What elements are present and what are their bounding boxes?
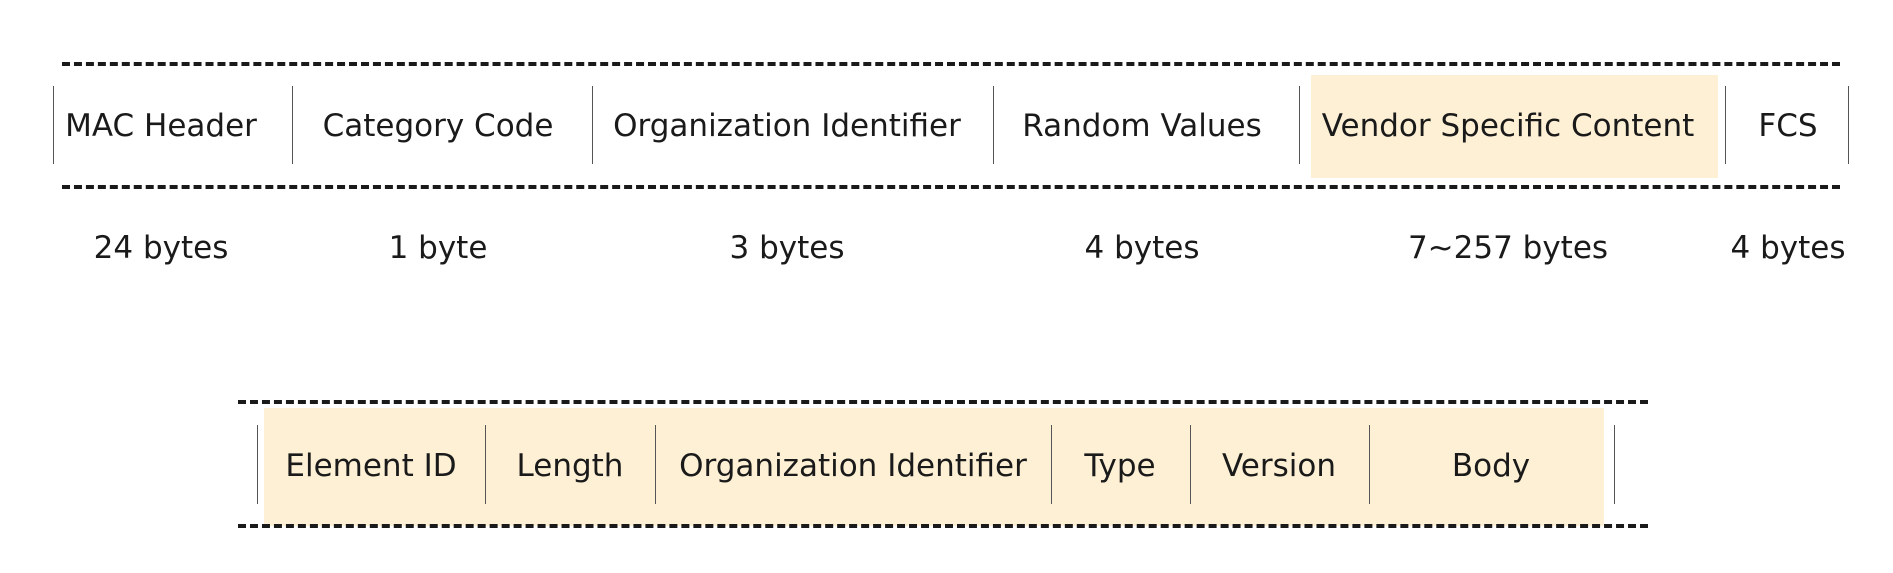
- field-vendor-specific-content: Vendor Specific Content: [1321, 108, 1695, 144]
- field-mac-header: MAC Header: [65, 108, 257, 144]
- size-fcs: 4 bytes: [1730, 230, 1846, 266]
- vendor-content-bottom-border: [238, 524, 1648, 528]
- vendor-divider: [257, 425, 258, 504]
- frame-bottom-border: [62, 185, 1840, 189]
- size-organization-identifier: 3 bytes: [729, 230, 845, 266]
- size-vendor-specific-content: 7~257 bytes: [1407, 230, 1609, 266]
- frame-top-border: [62, 62, 1840, 66]
- size-mac-header: 24 bytes: [93, 230, 229, 266]
- vendor-content-highlight: [264, 408, 1604, 526]
- field-organization-identifier: Organization Identifier: [613, 108, 961, 144]
- frame-divider: [1848, 86, 1849, 164]
- vendor-specific-content-highlight: [1311, 75, 1718, 178]
- vendor-divider: [655, 425, 656, 504]
- field-length: Length: [516, 448, 624, 484]
- vendor-divider: [1614, 425, 1615, 504]
- field-version: Version: [1222, 448, 1336, 484]
- field-category-code: Category Code: [322, 108, 554, 144]
- vendor-divider: [1369, 425, 1370, 504]
- frame-divider: [53, 86, 54, 164]
- frame-divider: [1725, 86, 1726, 164]
- vendor-divider: [1190, 425, 1191, 504]
- size-category-code: 1 byte: [388, 230, 488, 266]
- field-element-id: Element ID: [285, 448, 457, 484]
- frame-divider: [592, 86, 593, 164]
- field-fcs: FCS: [1758, 108, 1818, 144]
- frame-divider: [292, 86, 293, 164]
- field-type: Type: [1084, 448, 1156, 484]
- frame-divider: [1299, 86, 1300, 164]
- field-random-values: Random Values: [1022, 108, 1262, 144]
- size-random-values: 4 bytes: [1084, 230, 1200, 266]
- frame-divider: [993, 86, 994, 164]
- field-organization-identifier-inner: Organization Identifier: [679, 448, 1027, 484]
- vendor-content-top-border: [238, 400, 1648, 404]
- vendor-divider: [1051, 425, 1052, 504]
- field-body: Body: [1451, 448, 1531, 484]
- vendor-divider: [485, 425, 486, 504]
